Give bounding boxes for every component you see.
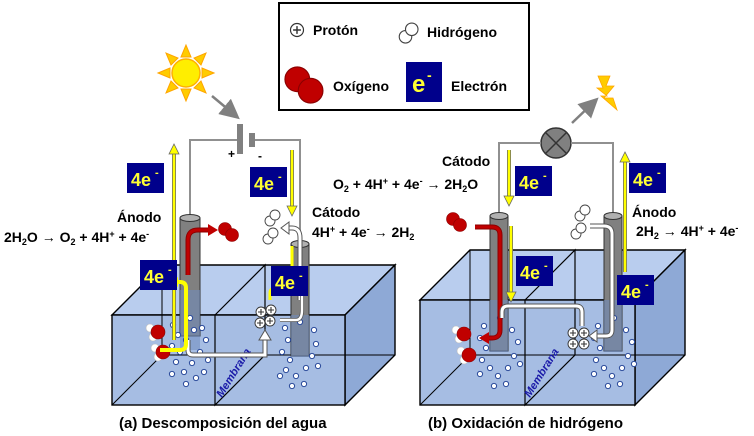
hydrogen-molecule-icon [262,227,279,245]
cathode-title-a: Cátodo [312,204,360,220]
svg-text:4e: 4e [519,173,539,193]
anode-title-b: Ánodo [632,204,676,220]
svg-text:4e: 4e [520,263,540,283]
svg-text:e: e [412,71,425,98]
proton-icon [289,22,305,38]
svg-text:-: - [299,270,303,282]
light-arrow [211,95,240,120]
electron-badge: 4e - [271,266,308,296]
lightning-icon [595,75,618,112]
oxygen-molecule-icon [446,212,467,232]
svg-text:-: - [168,264,172,276]
electron-flow-anode-b [619,151,631,272]
cathode-reaction-a: 4H+ + 4e- → 2H2 [312,224,414,242]
electron-flow-cathode-b [503,150,517,303]
output-arrow [571,97,599,124]
svg-text:-: - [278,171,282,183]
svg-text:-: - [258,149,262,163]
svg-text:4e: 4e [254,174,274,194]
legend-oxygen-label: Oxígeno [333,78,389,94]
anode-reaction-a: 2H2O → O2 + 4H+ + 4e- [4,229,149,247]
electron-flow-anode-a [168,143,180,340]
electron-badge: 4e - [250,167,287,197]
hydrogen-molecule-icon [574,204,591,222]
hydrogen-molecule-icon [570,222,587,240]
panel-a-water-splitting: + - Membrana [4,43,414,432]
cathode-title-b: Cátodo [442,153,490,169]
legend-hydrogen-label: Hidrógeno [427,24,497,40]
lamp-icon [540,127,572,159]
svg-text:-: - [544,260,548,272]
battery-icon: + - [228,124,262,163]
wire-cathode [255,139,301,245]
oxygen-molecule-icon [218,222,239,242]
wire-anode [189,139,237,215]
svg-text:4e: 4e [131,170,151,190]
svg-text:4e: 4e [144,267,164,287]
svg-text:4e: 4e [275,273,295,293]
wire-anode-b [571,142,614,215]
legend-proton-label: Protón [313,22,358,38]
electron-badge: 4e - [140,260,177,290]
anode-title-a: Ánodo [117,209,161,225]
svg-text:4e: 4e [633,170,653,190]
wire-cathode-b [498,142,541,215]
electron-flow-cathode-a [268,150,298,300]
svg-text:-: - [657,167,661,179]
legend: Protón Hidrógeno Oxígeno e - Electrón [278,2,530,111]
svg-text:4e: 4e [621,282,641,302]
svg-text:-: - [427,67,432,83]
svg-text:-: - [543,170,547,182]
electron-badge: 4e - [617,275,654,305]
sun-icon [156,43,216,103]
electron-badge: 4e - [127,163,164,193]
svg-text:+: + [228,147,235,161]
cathode-reaction-b: O2 + 4H+ + 4e- → 2H2O [333,176,478,194]
electron-badge: 4e - [629,163,666,193]
electron-badge: 4e - [515,166,552,196]
anode-reaction-b: 2H2 → 4H+ + 4e- [636,223,738,241]
electron-badge: 4e - [516,256,553,286]
svg-text:-: - [155,167,159,179]
svg-text:-: - [645,279,649,291]
panel-b-hydrogen-oxidation: Membrana [333,75,738,432]
membrane-b [524,248,576,407]
caption-a: (a) Descomposición del agua [119,415,327,432]
hydrogen-molecule-icon [264,209,281,227]
legend-electron-label: Electrón [451,78,507,94]
caption-b: (b) Oxidación de hidrógeno [428,415,623,432]
electron-icon: e - [406,62,442,102]
